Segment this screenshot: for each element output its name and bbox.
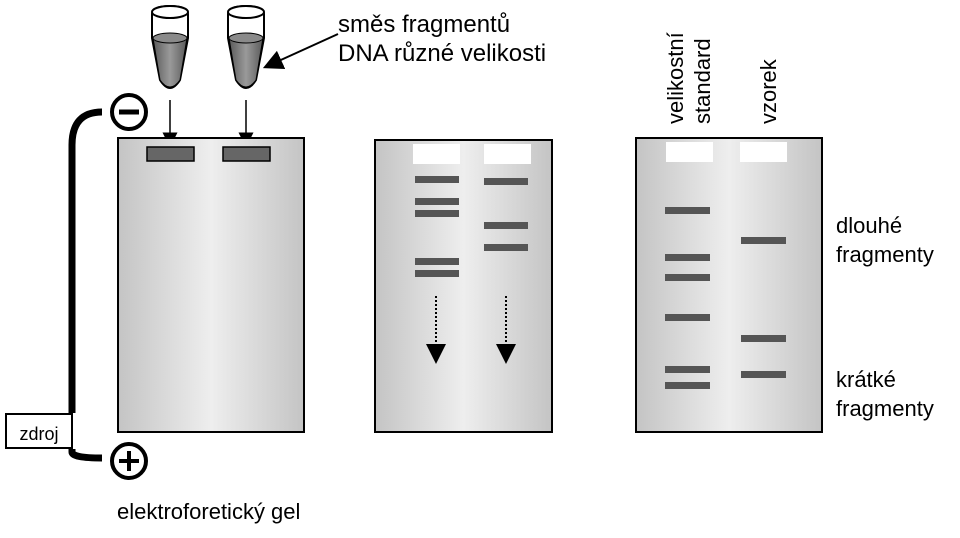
negative-electrode-icon [110,93,148,131]
label-pointer-arrow [262,33,339,69]
gel-result [635,137,823,433]
well-standard [666,142,713,162]
gel-caption: elektroforetický gel [117,499,301,524]
tube-right [227,4,265,89]
lane-label-sample: vzorek [756,59,781,124]
running-bands-right [484,178,528,251]
lane-label-standard-line1: velikostní [663,32,688,124]
well-loaded-left [146,146,195,162]
well-empty-right [484,144,531,164]
power-source-label: zdroj [19,424,59,444]
power-source: zdroj [5,413,73,449]
sample-bands [741,237,786,378]
long-fragments-label-line2: fragmenty [836,242,934,267]
short-fragments-label-line1: krátké [836,367,896,392]
running-bands-left [415,176,459,277]
tube-label-line1: směs fragmentů [338,11,511,38]
well-empty-left [413,144,460,164]
gel-loading [117,137,305,433]
wire-positive [68,449,103,462]
tube-left [151,4,189,89]
positive-electrode-icon [110,442,148,480]
tube-label-line2: DNA různé velikosti [338,40,547,67]
gel-running [374,139,553,433]
well-loaded-right [222,146,271,162]
short-fragments-label-line2: fragmenty [836,396,934,421]
long-fragments-label-line1: dlouhé [836,213,903,238]
standard-ladder-bands [665,207,710,389]
well-sample [740,142,787,162]
lane-label-standard-line2: standard [690,38,715,124]
wire-negative [68,108,103,413]
